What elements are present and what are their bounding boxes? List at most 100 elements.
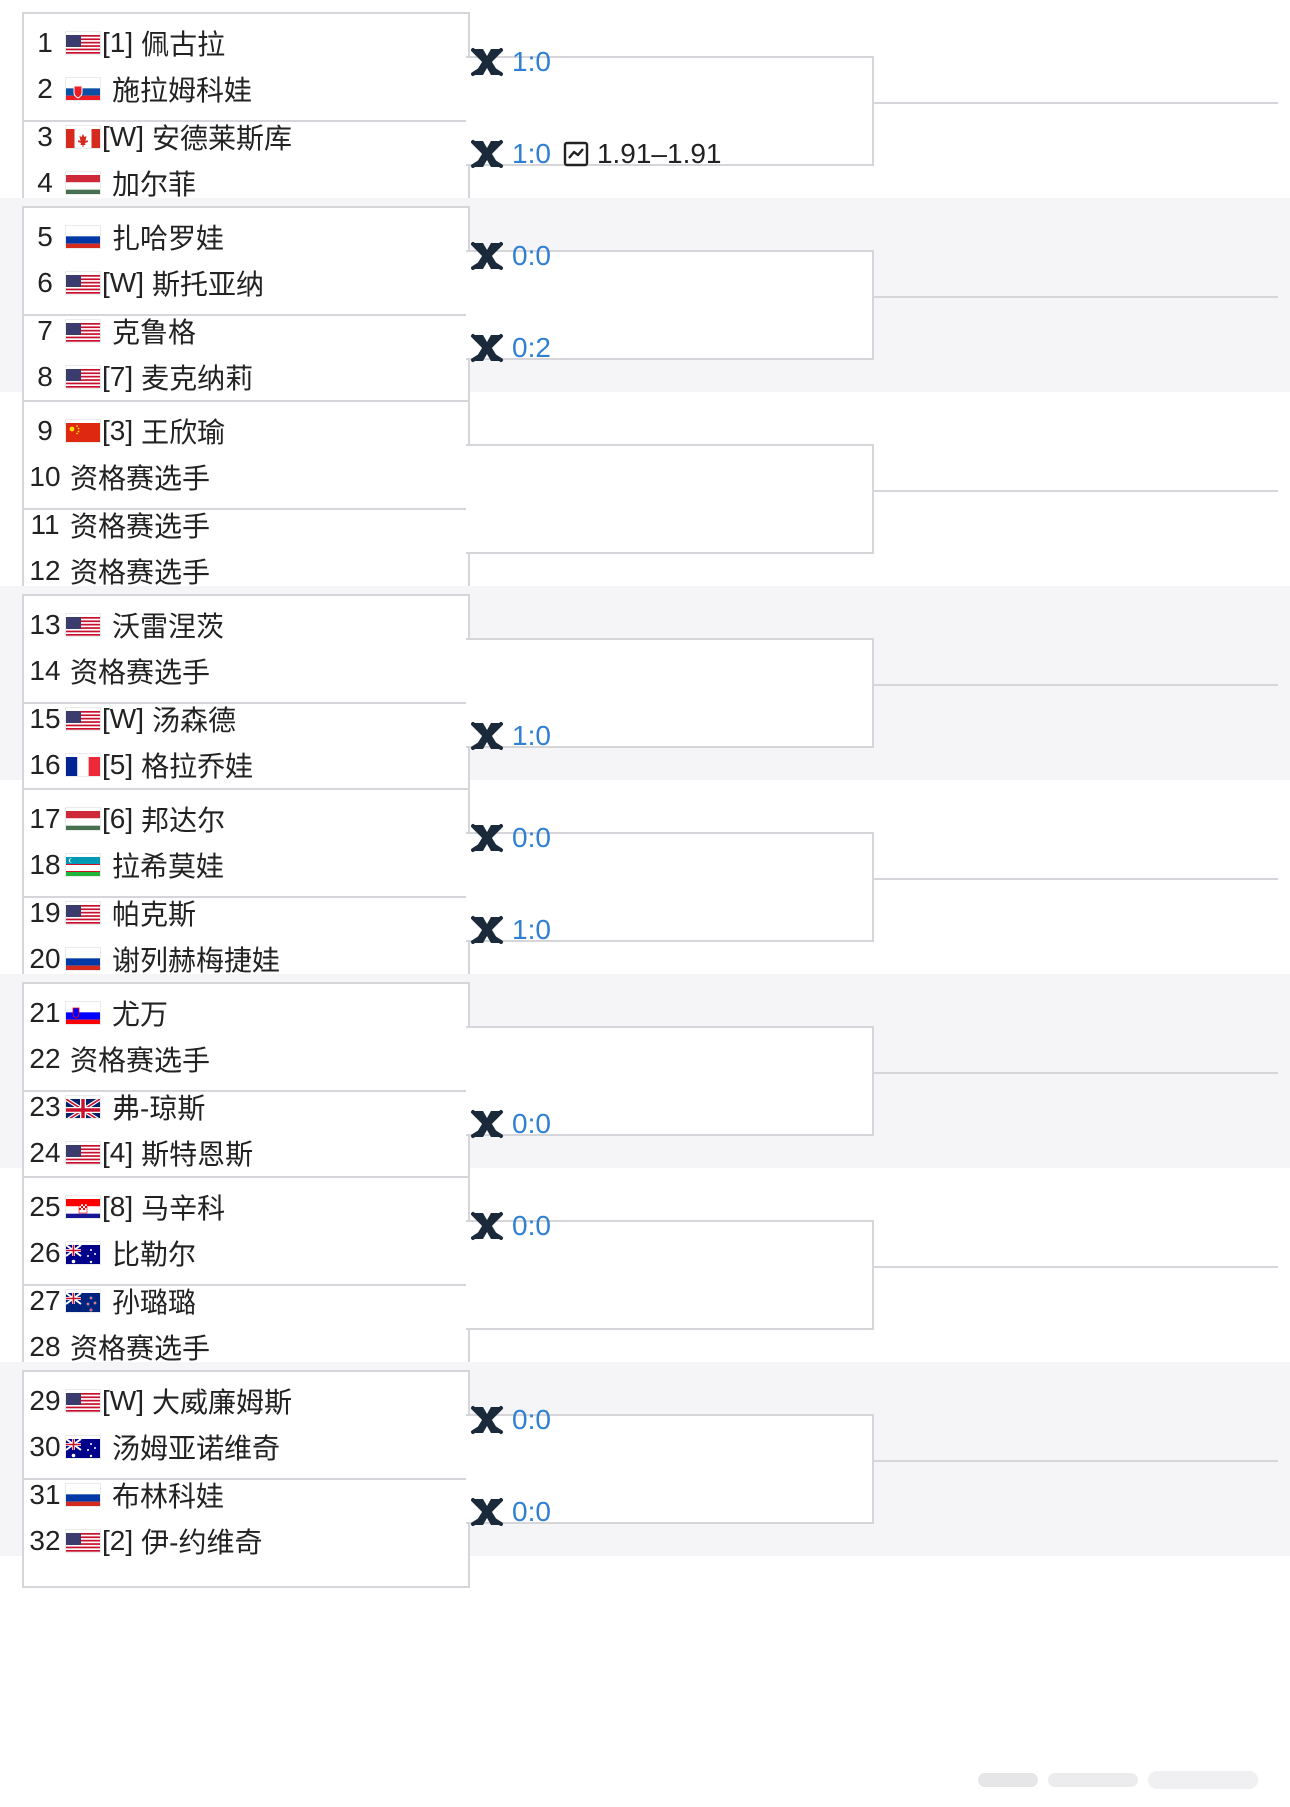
seed-label: [8] (102, 1191, 134, 1222)
draw-position: 17 (29, 803, 61, 834)
player-name: 加尔菲 (112, 169, 197, 200)
slovenia-flag-icon (66, 1002, 100, 1024)
draw-position: 14 (29, 655, 61, 686)
player-row[interactable]: 32[2]伊-约维奇 (24, 1514, 468, 1568)
player-name: 格拉乔娃 (141, 751, 254, 782)
slovakia-flag-icon (66, 78, 100, 100)
player-row[interactable]: 24 [4]斯特恩斯 (24, 1126, 468, 1180)
draw-position: 24 (29, 1137, 61, 1168)
second-round-slot (466, 832, 874, 942)
draw-position: 2 (37, 73, 53, 104)
player-row[interactable]: 17[6]邦达尔 (24, 792, 468, 846)
draw-position: 1 (37, 27, 53, 58)
match-score[interactable]: 1:0 (470, 42, 551, 82)
match-score[interactable]: 0:0 (470, 1206, 551, 1246)
seed-label: [4] (102, 1137, 134, 1168)
third-round-connector (872, 1072, 1278, 1074)
player-name: 伊-约维奇 (141, 1527, 263, 1558)
player-row[interactable]: 3[W]安德莱斯库 (24, 110, 468, 164)
score-value: 0:0 (512, 1404, 551, 1435)
player-row[interactable]: 14 资格赛选手 (24, 644, 468, 698)
player-name: 麦克纳莉 (141, 363, 254, 394)
match-score[interactable]: 0:2 (470, 328, 551, 368)
score-value: 0:0 (512, 1496, 551, 1527)
crossed-rackets-icon (470, 1211, 504, 1241)
player-row[interactable]: 6[W]斯托亚纳 (24, 256, 468, 310)
third-round-connector (872, 296, 1278, 298)
match-divider (24, 1090, 468, 1092)
match-score[interactable]: 0:0 (470, 1492, 551, 1532)
draw-position: 25 (29, 1191, 61, 1222)
player-name: 施拉姆科娃 (112, 75, 253, 106)
player-row[interactable]: 2 施拉姆科娃 (24, 62, 468, 116)
player-row[interactable]: 15[W]汤森德 (24, 692, 468, 746)
russia-flag-icon (66, 226, 100, 248)
player-name: 斯特恩斯 (141, 1139, 254, 1170)
player-row[interactable]: 25[8]马辛科 (24, 1180, 468, 1234)
crossed-rackets-icon (470, 139, 504, 169)
player-name: 布林科娃 (112, 1481, 225, 1512)
player-name: 资格赛选手 (70, 657, 211, 688)
score-value: 0:0 (512, 240, 551, 271)
match-divider (24, 314, 468, 316)
draw-position: 11 (30, 509, 60, 540)
match-divider (24, 120, 468, 122)
crossed-rackets-icon (470, 1497, 504, 1527)
player-name: 比勒尔 (112, 1239, 197, 1270)
player-row[interactable]: 1[1]佩古拉 (24, 16, 468, 70)
player-row[interactable]: 16[5]格拉乔娃 (24, 738, 468, 792)
match-odds[interactable]: 1.91–1.91 (563, 138, 722, 170)
third-round-connector (872, 878, 1278, 880)
france-flag-icon (66, 754, 100, 776)
us-flag-icon (66, 32, 100, 54)
match-divider (24, 1284, 468, 1286)
russia-flag-icon (66, 948, 100, 970)
crossed-rackets-icon (470, 333, 504, 363)
seed-label: [1] (102, 27, 134, 58)
third-round-connector (872, 490, 1278, 492)
second-round-slot (466, 444, 874, 554)
draw-position: 8 (37, 361, 53, 392)
us-flag-icon (66, 614, 100, 636)
china-flag-icon (66, 420, 100, 442)
third-round-connector (872, 1460, 1278, 1462)
match-score[interactable]: 0:0 (470, 1104, 551, 1144)
seed-label: [W] (102, 121, 144, 152)
score-value: 1:0 (512, 46, 551, 77)
match-score[interactable]: 0:0 (470, 236, 551, 276)
match-score[interactable]: 1:0 (470, 716, 551, 756)
player-row[interactable]: 29[W]大威廉姆斯 (24, 1374, 468, 1428)
match-score[interactable]: 1:0 (470, 910, 551, 950)
third-round-connector (872, 102, 1278, 104)
player-name: 邦达尔 (141, 805, 226, 836)
player-name: 资格赛选手 (70, 1045, 211, 1076)
player-name: 汤姆亚诺维奇 (112, 1433, 281, 1464)
player-row[interactable]: 9[3]王欣瑜 (24, 404, 468, 458)
match-score[interactable]: 0:0 (470, 818, 551, 858)
score-value: 1:0 (512, 720, 551, 751)
player-row[interactable]: 8[7]麦克纳莉 (24, 350, 468, 404)
match-divider (24, 1478, 468, 1480)
match-score[interactable]: 0:0 (470, 1400, 551, 1440)
